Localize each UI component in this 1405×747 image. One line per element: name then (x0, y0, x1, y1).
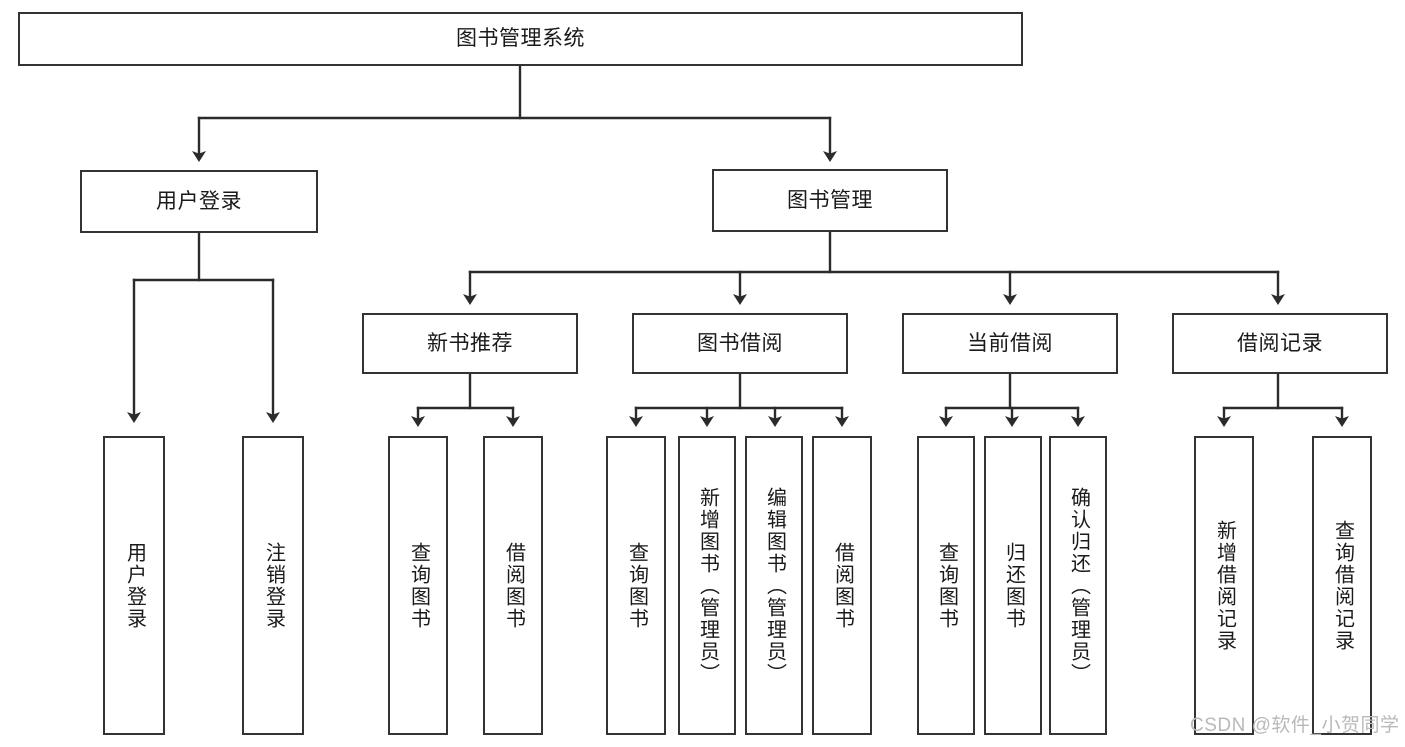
node-leaf-query-book-1[interactable]: 查询图书 (388, 436, 448, 735)
node-leaf-query-book-2[interactable]: 查询图书 (606, 436, 666, 735)
node-current-borrow-label: 当前借阅 (967, 331, 1053, 355)
node-user-login-label: 用户登录 (156, 189, 242, 213)
node-leaf-return-book-label: 归还图书 (1002, 541, 1025, 630)
node-borrow-record[interactable]: 借阅记录 (1172, 313, 1388, 374)
node-leaf-borrow-book-1-label: 借阅图书 (502, 541, 525, 630)
node-root[interactable]: 图书管理系统 (18, 12, 1023, 66)
node-user-login[interactable]: 用户登录 (80, 170, 318, 233)
node-leaf-confirm-return[interactable]: 确认归还（管理员） (1049, 436, 1107, 735)
node-leaf-borrow-book-2-label: 借阅图书 (831, 541, 854, 630)
node-leaf-user-logout[interactable]: 注销登录 (242, 436, 304, 735)
node-leaf-user-logout-label: 注销登录 (262, 541, 285, 630)
node-book-management[interactable]: 图书管理 (712, 169, 948, 232)
node-leaf-user-login-label: 用户登录 (123, 541, 146, 630)
node-leaf-borrow-book-1[interactable]: 借阅图书 (483, 436, 543, 735)
node-leaf-query-record-label: 查询借阅记录 (1331, 519, 1354, 652)
node-new-book-recommend[interactable]: 新书推荐 (362, 313, 578, 374)
node-leaf-edit-book[interactable]: 编辑图书（管理员） (745, 436, 803, 735)
node-leaf-add-book-label: 新增图书（管理员） (696, 486, 719, 685)
watermark: CSDN @软件_小贺同学 (1190, 715, 1400, 736)
node-book-management-label: 图书管理 (787, 188, 873, 212)
node-leaf-add-record-label: 新增借阅记录 (1213, 519, 1236, 652)
node-leaf-query-book-3[interactable]: 查询图书 (917, 436, 975, 735)
node-leaf-query-book-2-label: 查询图书 (625, 541, 648, 630)
node-leaf-query-record[interactable]: 查询借阅记录 (1312, 436, 1372, 735)
node-root-label: 图书管理系统 (456, 27, 585, 51)
node-leaf-user-login[interactable]: 用户登录 (103, 436, 165, 735)
node-leaf-query-book-1-label: 查询图书 (407, 541, 430, 630)
node-leaf-edit-book-label: 编辑图书（管理员） (763, 486, 786, 685)
node-book-borrow-label: 图书借阅 (697, 331, 783, 355)
node-borrow-record-label: 借阅记录 (1237, 331, 1323, 355)
node-current-borrow[interactable]: 当前借阅 (902, 313, 1118, 374)
node-leaf-query-book-3-label: 查询图书 (935, 541, 958, 630)
node-leaf-add-book[interactable]: 新增图书（管理员） (678, 436, 736, 735)
node-new-book-recommend-label: 新书推荐 (427, 331, 513, 355)
node-leaf-borrow-book-2[interactable]: 借阅图书 (812, 436, 872, 735)
node-leaf-confirm-return-label: 确认归还（管理员） (1067, 486, 1090, 685)
node-leaf-return-book[interactable]: 归还图书 (984, 436, 1042, 735)
node-leaf-add-record[interactable]: 新增借阅记录 (1194, 436, 1254, 735)
node-book-borrow[interactable]: 图书借阅 (632, 313, 848, 374)
